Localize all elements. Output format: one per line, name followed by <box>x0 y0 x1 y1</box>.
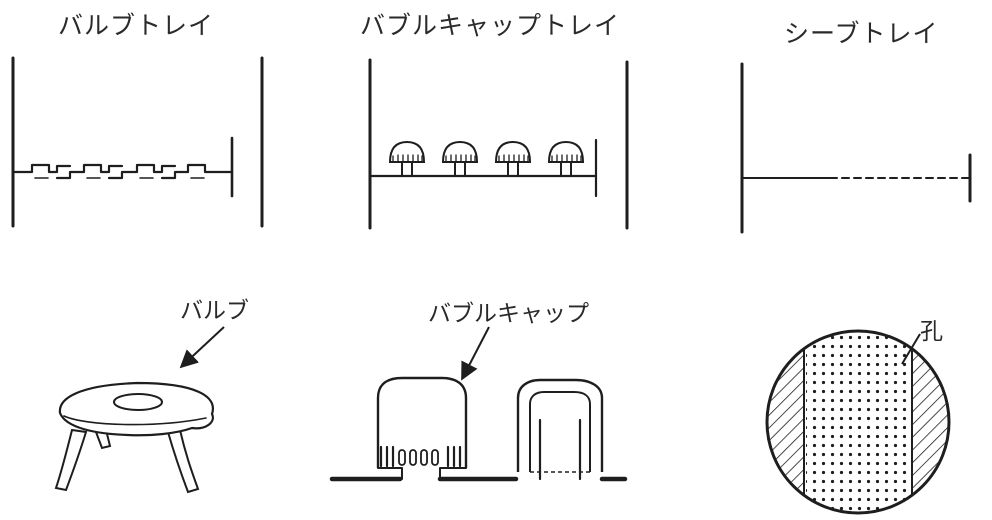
bubble-cap-callout-arrow <box>461 326 490 381</box>
sieve-tray-title: シーブトレイ <box>784 19 939 48</box>
bubble-cap-4 <box>547 140 585 177</box>
cap-slots <box>379 445 462 468</box>
valve-leg <box>54 428 88 492</box>
sieve-tray-schematic <box>740 62 972 234</box>
hole-callout-label: 孔 <box>920 319 943 345</box>
bubble-cap-1 <box>388 140 426 177</box>
riser <box>538 418 582 481</box>
valve-callout-arrow <box>179 326 225 369</box>
bubble-cap-callout-label: バブルキャップ <box>428 301 589 327</box>
bubble-cap-tray-schematic <box>368 58 629 230</box>
valve-tray-title: バルブトレイ <box>58 11 215 40</box>
cap-inner-wall <box>529 391 591 472</box>
bubble-cap-body <box>376 376 468 468</box>
valve-tray-schematic <box>11 56 264 228</box>
sieve-plate-detail <box>765 329 951 515</box>
bubble-cap-3 <box>494 140 532 177</box>
perforated-zone <box>806 331 910 513</box>
bubble-cap-detail <box>329 326 628 482</box>
bubble-cap-tray-title: バブルキャップトレイ <box>360 11 621 40</box>
valve-tray-deck <box>11 163 234 180</box>
valve-detail <box>54 326 225 494</box>
sieve-plate-outline <box>765 329 951 515</box>
valve-leg <box>166 428 200 494</box>
valve-center-hole <box>113 393 163 411</box>
bubble-cap-2 <box>441 140 479 177</box>
hole-leader-line <box>901 333 921 365</box>
valve-callout-label: バルブ <box>180 298 249 324</box>
